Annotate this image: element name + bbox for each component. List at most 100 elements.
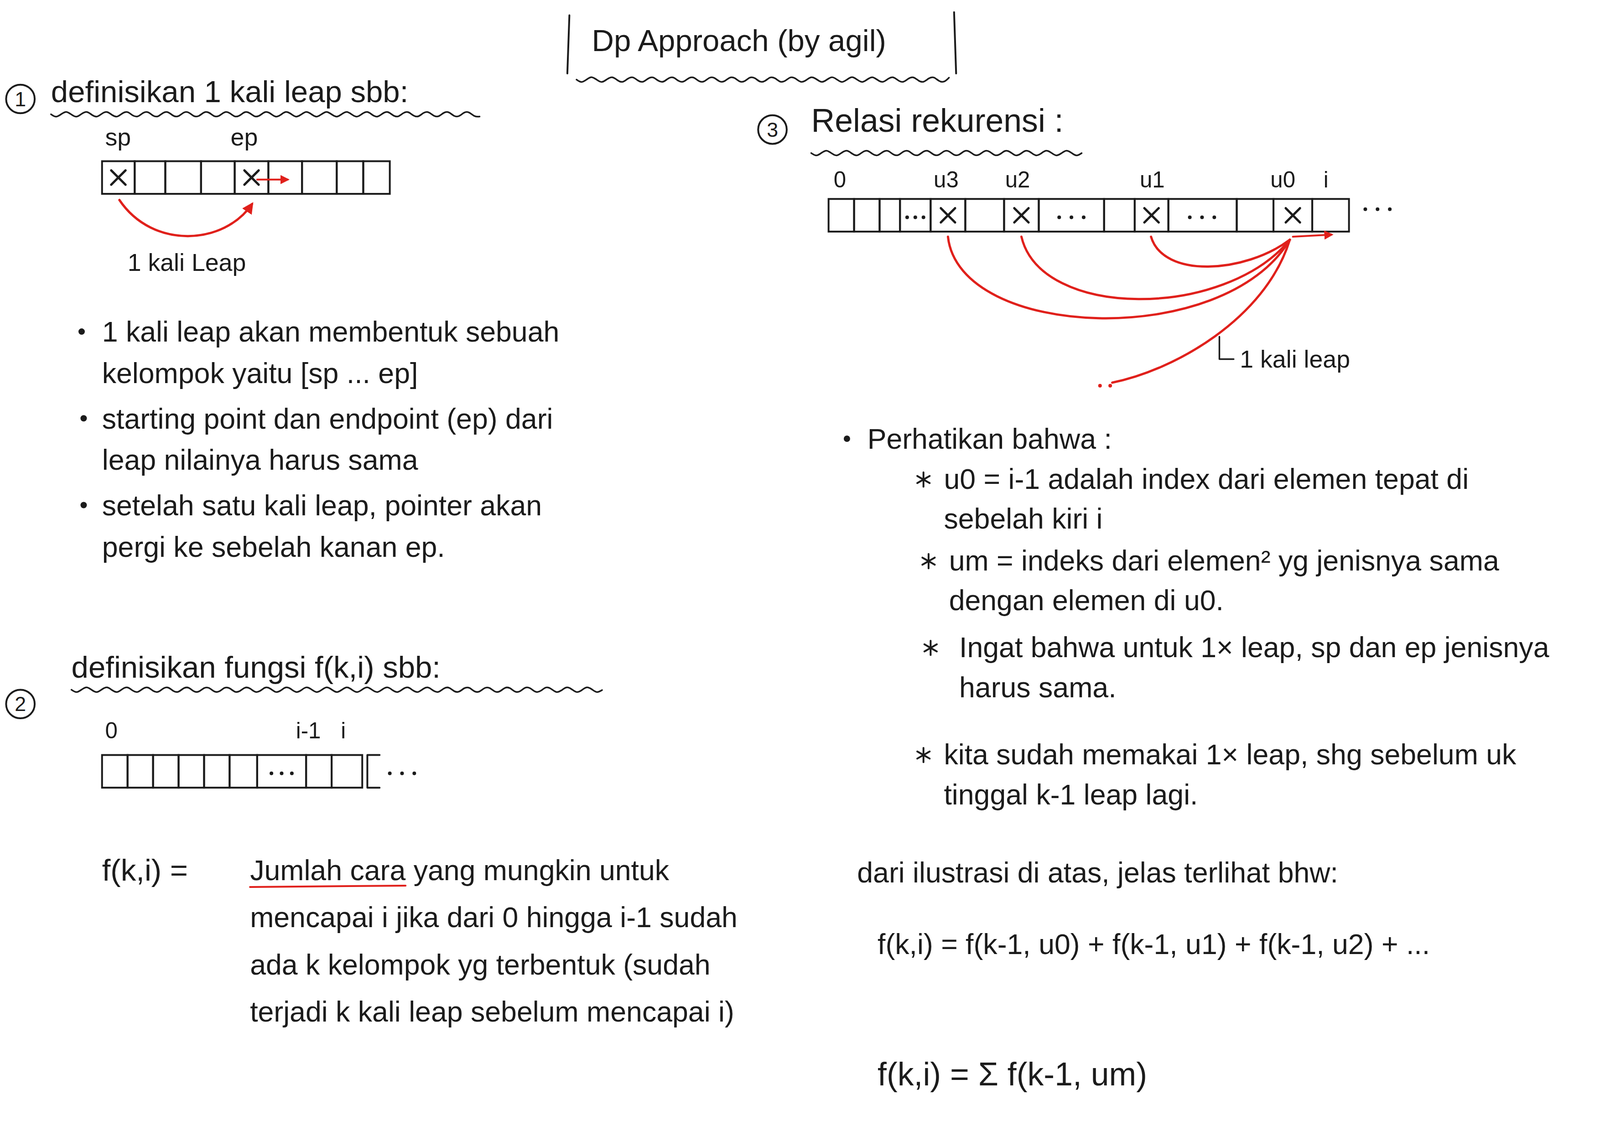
bullet-dot [78, 328, 85, 335]
section-heading: definisikan 1 kali leap sbb: [51, 69, 409, 114]
array-cell [134, 161, 166, 194]
arc-label: 1 kali Leap [127, 244, 247, 281]
array-cell [930, 198, 966, 232]
ellipsis-dot [388, 771, 392, 776]
leap-arc [1151, 236, 1290, 267]
ellipsis-dot [412, 771, 416, 776]
section-heading: Relasi rekurensi : [811, 97, 1064, 145]
index-label: u1 [1139, 163, 1165, 196]
star-bullet [917, 751, 930, 759]
ellipsis-dot [290, 771, 294, 776]
array-cell [257, 755, 307, 789]
array-cell [153, 755, 179, 789]
array-cell [363, 161, 390, 194]
note-text: u0 = i-1 adalah index dari elemen tepat … [943, 459, 1556, 540]
star-bullet [922, 557, 935, 566]
array-cell [1104, 198, 1135, 232]
array-cell [1168, 198, 1237, 232]
index-label: i-1 [296, 714, 322, 747]
note-text: setelah satu kali leap, pointer akan per… [102, 484, 593, 568]
cross-mark [1014, 207, 1029, 223]
ellipsis-dot [1098, 384, 1102, 388]
array-cell [301, 161, 337, 194]
array-cell [1273, 198, 1313, 232]
array-cell [1312, 198, 1350, 232]
ellipsis-dot [1069, 215, 1074, 220]
pointer-label: sp [104, 119, 131, 156]
note-text: Ingat bahwa untuk 1× leap, sp dan ep jen… [959, 627, 1562, 708]
array-cell [229, 755, 257, 789]
leap-arc [119, 200, 253, 237]
ellipsis-dot [1212, 215, 1216, 220]
index-label: 0 [104, 714, 118, 747]
note-text: dari ilustrasi di atas, jelas terlihat b… [857, 851, 1339, 894]
array-cell [336, 161, 364, 194]
leap-arc [947, 236, 1290, 319]
cross-mark [111, 170, 126, 185]
array-cell [1134, 198, 1169, 232]
bullet-dot [80, 501, 87, 509]
array-cell [127, 755, 154, 789]
ellipsis-dot [1108, 384, 1112, 388]
wavy-underline [51, 111, 480, 117]
ellipsis-dot [1200, 215, 1204, 220]
array-cell [306, 755, 332, 789]
index-label: i [1323, 163, 1329, 196]
array-cell [828, 198, 855, 232]
ellipsis-dot [269, 771, 274, 776]
pointer-arrow [1293, 234, 1332, 237]
star-bullet [924, 644, 937, 652]
array-cell [331, 755, 363, 789]
section-heading: definisikan fungsi f(k,i) sbb: [71, 644, 441, 690]
star-bullet [917, 751, 930, 759]
arc-label: 1 kali leap [1239, 341, 1351, 378]
ellipsis-dot [400, 771, 404, 776]
ellipsis-dot [921, 215, 926, 220]
star-bullet [922, 557, 935, 566]
hook-arrow [1219, 336, 1234, 359]
section-circle [758, 115, 787, 145]
ellipsis-dot [1387, 207, 1392, 212]
section-number: 1 [5, 84, 35, 114]
array-cell [178, 755, 205, 789]
array-cell [899, 198, 931, 232]
array-cell [1038, 198, 1105, 232]
title-bracket [567, 15, 570, 74]
bullet-dot [843, 435, 851, 442]
star-bullet [917, 476, 930, 484]
title-bracket [954, 12, 956, 74]
ellipsis-dot [279, 771, 284, 776]
cross-mark [1014, 207, 1029, 223]
array-cell [203, 755, 230, 789]
index-label: 0 [833, 163, 847, 196]
star-bullet [924, 644, 937, 652]
ellipsis-dot [905, 215, 910, 220]
formula-text: f(k,i) = Σ f(k-1, um) [877, 1050, 1148, 1099]
leap-arc [1021, 236, 1290, 300]
pointer-arrow [257, 178, 288, 181]
array-cell [879, 198, 901, 232]
array-cell [1003, 198, 1039, 232]
note-text: 1 kali leap akan membentuk sebuah kelomp… [102, 311, 593, 395]
title-frame [567, 12, 956, 83]
ellipsis-dot [1057, 215, 1061, 220]
cross-mark [940, 207, 956, 223]
array-cell [102, 161, 136, 194]
note-text: Perhatikan bahwa : [867, 418, 1112, 460]
index-label: u3 [933, 163, 959, 196]
wavy-underline [71, 687, 603, 692]
wavy-underline [576, 77, 950, 82]
partial-cell [367, 755, 380, 789]
definition-text: Jumlah cara yang mungkin untuk mencapai … [249, 846, 750, 1036]
note-text: kita sudah memakai 1× leap, shg sebelum … [943, 734, 1567, 815]
array-cell [268, 161, 302, 194]
note-text: starting point dan endpoint (ep) dari le… [102, 398, 593, 482]
bullet-dot [80, 415, 87, 422]
section-two-figure [5, 687, 603, 788]
array-cell [234, 161, 269, 194]
cross-mark [244, 170, 259, 185]
cross-mark [940, 207, 956, 223]
ellipsis-dot [1363, 207, 1367, 212]
section-three-figure [758, 115, 1392, 763]
section-circle [5, 689, 35, 719]
